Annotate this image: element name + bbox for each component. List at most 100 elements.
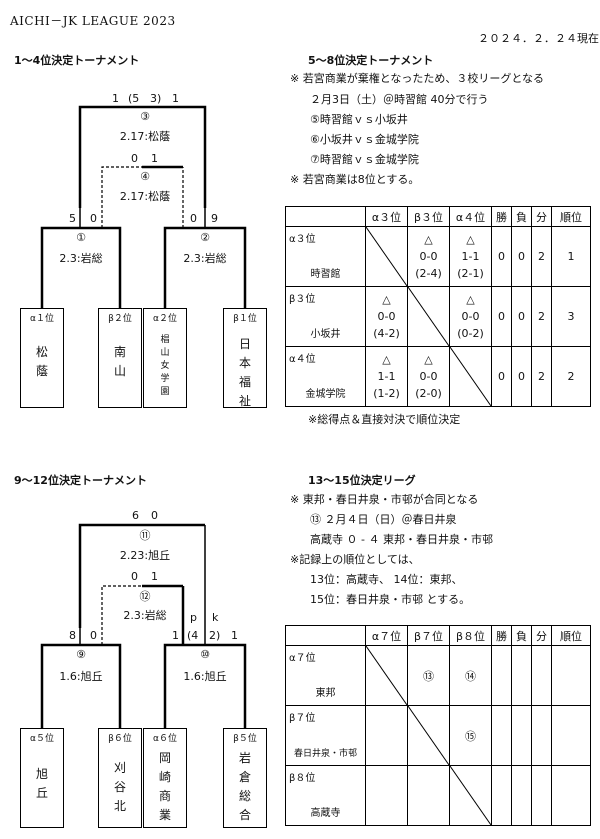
t4-note-4: ※記録上の順位としては、 [290,553,420,566]
table-row: α７位東邦 ⑬ ⑭ [285,645,591,706]
t4-league-table: α７位 β７位 β８位 勝 負 分 順位 α７位東邦 ⑬ ⑭ β７位春日井泉・市… [285,625,591,826]
rank-cell [551,645,591,706]
t1-final-score-left: 1 [112,92,119,105]
losses-cell [511,705,532,766]
column-header: β３位 [407,206,450,227]
draws-cell: 2 [531,346,552,407]
diagonal-line [366,646,407,705]
losses-cell [511,765,532,826]
rank-cell: 2 [551,346,591,407]
t3-semi2-score-left: 1 [172,629,179,642]
column-header: 勝 [491,625,512,646]
t1-heading: 1～4位決定トーナメント [14,54,140,67]
t3-match10-info: 1.6:旭丘 [183,670,227,683]
wins-cell: 0 [491,346,512,407]
t2-note-1: ※ 若宮商業が棄権となったため、３校リーグとなる [290,72,545,85]
t1-match4-info: 2.17:松蔭 [119,190,171,203]
draws-cell [531,645,552,706]
t1-semi1-score-right: 0 [90,212,97,225]
t3-semi2-score-pk-right: 2) [209,629,221,642]
t2-note-6: ※ 若宮商業は8位とする。 [290,173,420,186]
t4-note-1: ※ 東邦・春日井泉・市邨が合同となる [290,493,479,506]
result-cell: △0-0(4-2) [365,286,408,347]
diagonal-line [366,227,407,286]
match-number-cell [365,705,408,766]
self-match-cell [449,765,492,826]
rank-cell: 1 [551,226,591,287]
header-corner [285,625,366,646]
self-match-cell [365,645,408,706]
t1-team-box-1: α１位 松蔭 [20,308,64,408]
rank-cell [551,705,591,766]
row-team-cell: α４位金城学院 [285,346,366,407]
self-match-cell [449,346,492,407]
table-row: β７位春日井泉・市邨 ⑮ [285,705,591,766]
t2-heading: 5～8位決定トーナメント [308,54,434,67]
draws-cell: 2 [531,286,552,347]
t3-11th-score-right: 1 [151,570,158,583]
t3-match12-info: 2.3:岩総 [123,609,167,622]
t1-bracket-lines [40,105,247,308]
team-seed-label: β２位 [108,314,132,324]
t3-final-score-left: 6 [132,509,139,522]
t1-final-score-right: 1 [172,92,179,105]
t1-final-score-pk-left: (5 [128,92,140,105]
column-header: β７位 [407,625,450,646]
self-match-cell [407,286,450,347]
team-seed-label: α６位 [153,734,177,744]
column-header: 勝 [491,206,512,227]
t4-note-2: ⑬ ２月４日（日）＠春日井泉 [310,513,457,526]
diagonal-line [408,706,449,765]
t1-final-score-pk-right: 3) [150,92,162,105]
t2-note-5: ⑦時習館ｖｓ金城学院 [310,153,419,166]
t3-bracket-lines [40,523,247,728]
t1-team-box-2: β２位 南山 [98,308,142,408]
t3-semi1-score-left: 8 [69,629,76,642]
t3-final-score-right: 0 [151,509,158,522]
team-seed-label: β６位 [108,734,132,744]
team-name: 岡崎商業 [158,751,171,822]
row-team-cell: β３位小坂井 [285,286,366,347]
wins-cell [491,645,512,706]
t3-11th-score-left: 0 [131,570,138,583]
column-header: 負 [511,625,532,646]
team-name: 椙山女学園 [160,335,170,397]
t1-semi1-score-left: 5 [69,212,76,225]
match-number-cell: ⑬ [407,645,450,706]
column-header: 分 [531,206,552,227]
table-row: α３位時習館 △0-0(2-4) △1-1(2-1) 0 0 2 1 [285,226,591,287]
column-header: 順位 [551,625,591,646]
team-seed-label: β１位 [233,314,257,324]
t2-footnote: ※総得点＆直接対決で順位決定 [308,413,461,426]
diagonal-line [408,287,449,346]
table-row: α４位金城学院 △1-1(1-2) △0-0(2-0) 0 0 2 2 [285,346,591,407]
draws-cell [531,765,552,826]
t1-match4-number: ④ [140,170,150,183]
wins-cell [491,705,512,766]
result-cell: △1-1(2-1) [449,226,492,287]
match-number-cell: ⑭ [449,645,492,706]
team-seed-label: α１位 [30,314,54,324]
t4-note-5: 13位：高蔵寺、 14位：東邦、 [310,573,463,586]
t1-team-box-4: β１位 日本福祉 [223,308,267,408]
result-cell: △1-1(1-2) [365,346,408,407]
t3-match9-number: ⑨ [76,648,86,661]
t3-team-box-3: α６位 岡崎商業 [143,728,187,828]
column-header: 負 [511,206,532,227]
t3-team-box-2: β６位 刈谷北 [98,728,142,828]
team-seed-label: α５位 [30,734,54,744]
t1-semi2-score-left: 0 [190,212,197,225]
t3-pk-label-p: p [190,611,197,624]
table-header-row: α３位 β３位 α４位 勝 負 分 順位 [285,206,591,227]
page-title: AICHI－JK LEAGUE 2023 [10,14,176,28]
t3-team-box-4: β５位 岩倉総合 [223,728,267,828]
t1-semi2-score-right: 9 [211,212,218,225]
t3-team-box-1: α５位 旭丘 [20,728,64,828]
draws-cell [531,705,552,766]
result-cell: △0-0(2-0) [407,346,450,407]
table-row: β３位小坂井 △0-0(4-2) △0-0(0-2) 0 0 2 3 [285,286,591,347]
losses-cell: 0 [511,286,532,347]
t3-heading: 9～12位決定トーナメント [14,474,147,487]
result-cell: △0-0(0-2) [449,286,492,347]
losses-cell: 0 [511,346,532,407]
